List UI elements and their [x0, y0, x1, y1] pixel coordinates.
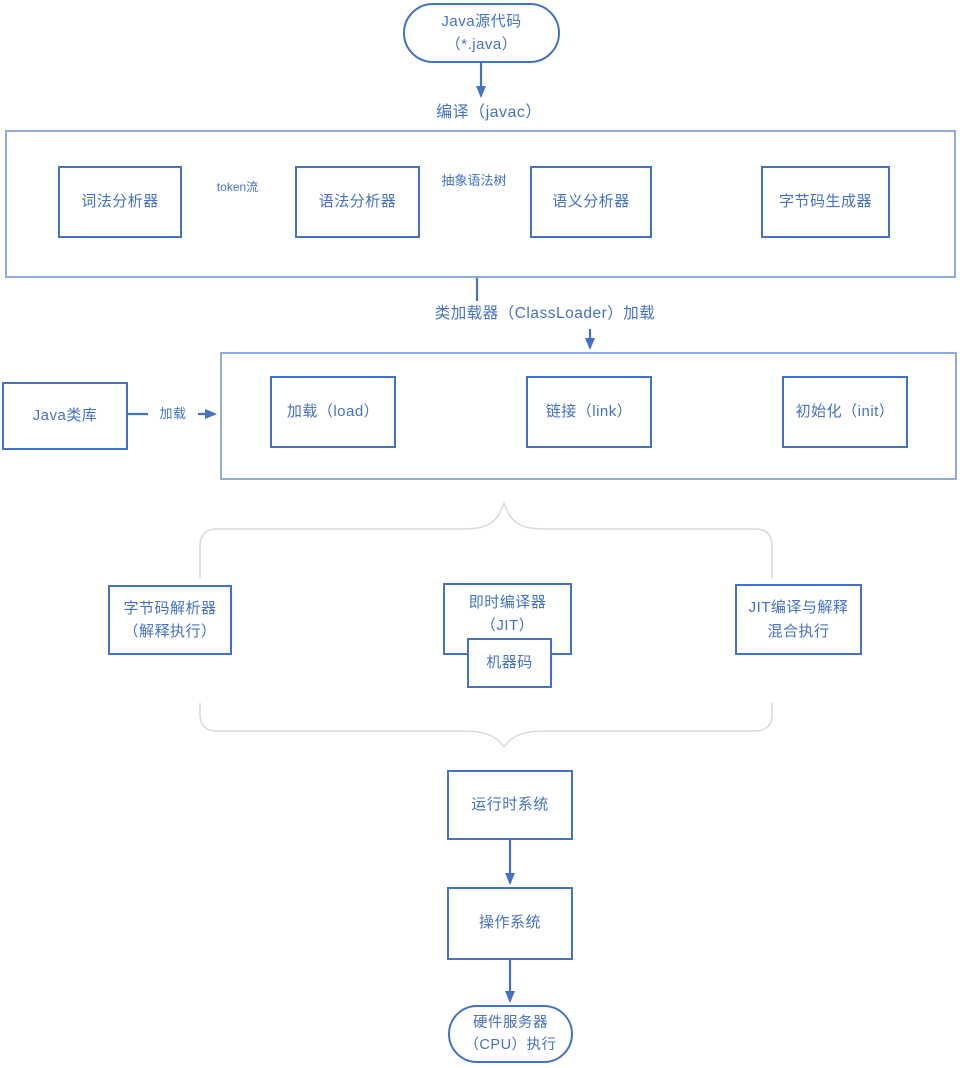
label-token-stream: token流 [216, 180, 259, 194]
node-java-source-line2: （*.java） [445, 36, 518, 53]
node-jit-mixed-execution: JIT编译与解释 混合执行 [735, 584, 862, 655]
brace-bottom [199, 703, 773, 749]
node-jit-mixed-execution-line1: JIT编译与解释 [748, 599, 849, 617]
node-semantic-analyzer: 语义分析器 [530, 166, 652, 238]
node-bytecode-generator: 字节码生成器 [761, 166, 890, 238]
label-load-edge: 加载 [148, 405, 198, 424]
node-parser-label: 语法分析器 [318, 192, 397, 210]
node-parser: 语法分析器 [295, 166, 420, 238]
brace-top [199, 500, 773, 578]
node-jit-compiler-line1: 即时编译器 [468, 594, 547, 611]
node-hardware-cpu-line1: 硬件服务器 [473, 1014, 548, 1031]
node-jit-compiler-line2: （JIT） [480, 617, 535, 635]
node-load-label: 加载（load） [286, 402, 380, 420]
node-runtime-system: 运行时系统 [447, 770, 573, 840]
node-link: 链接（link） [526, 376, 652, 448]
node-operating-system-label: 操作系统 [478, 914, 541, 932]
node-lexer-label: 词法分析器 [81, 192, 159, 210]
label-classloader-load: 类加载器（ClassLoader）加载 [434, 305, 656, 322]
node-java-library-label: Java类库 [32, 406, 98, 424]
node-java-library: Java类库 [2, 382, 128, 450]
node-operating-system: 操作系统 [447, 887, 573, 960]
node-java-source-line1: Java源代码 [441, 12, 522, 30]
node-hardware-cpu: 硬件服务器 （CPU）执行 [448, 1005, 573, 1063]
node-runtime-system-label: 运行时系统 [471, 795, 549, 813]
node-bytecode-interpreter: 字节码解析器 （解释执行） [108, 585, 232, 655]
node-load: 加载（load） [270, 376, 396, 448]
node-bytecode-interpreter-line1: 字节码解析器 [123, 599, 217, 617]
label-abstract-syntax-tree: 抽象语法树 [441, 173, 507, 188]
node-link-label: 链接（link） [545, 402, 633, 420]
node-bytecode-interpreter-line2: （解释执行） [123, 623, 217, 640]
node-init: 初始化（init） [782, 376, 908, 448]
node-jit-mixed-execution-line2: 混合执行 [767, 622, 830, 640]
node-lexer: 词法分析器 [58, 166, 182, 238]
node-bytecode-generator-label: 字节码生成器 [778, 192, 872, 210]
node-machine-code-label: 机器码 [486, 653, 533, 671]
label-compile-javac: 编译（javac） [436, 104, 542, 121]
node-semantic-analyzer-label: 语义分析器 [552, 192, 630, 210]
node-init-label: 初始化（init） [795, 402, 895, 420]
node-machine-code: 机器码 [467, 638, 552, 688]
node-java-source: Java源代码 （*.java） [403, 3, 560, 63]
node-hardware-cpu-line2: （CPU）执行 [464, 1037, 557, 1053]
